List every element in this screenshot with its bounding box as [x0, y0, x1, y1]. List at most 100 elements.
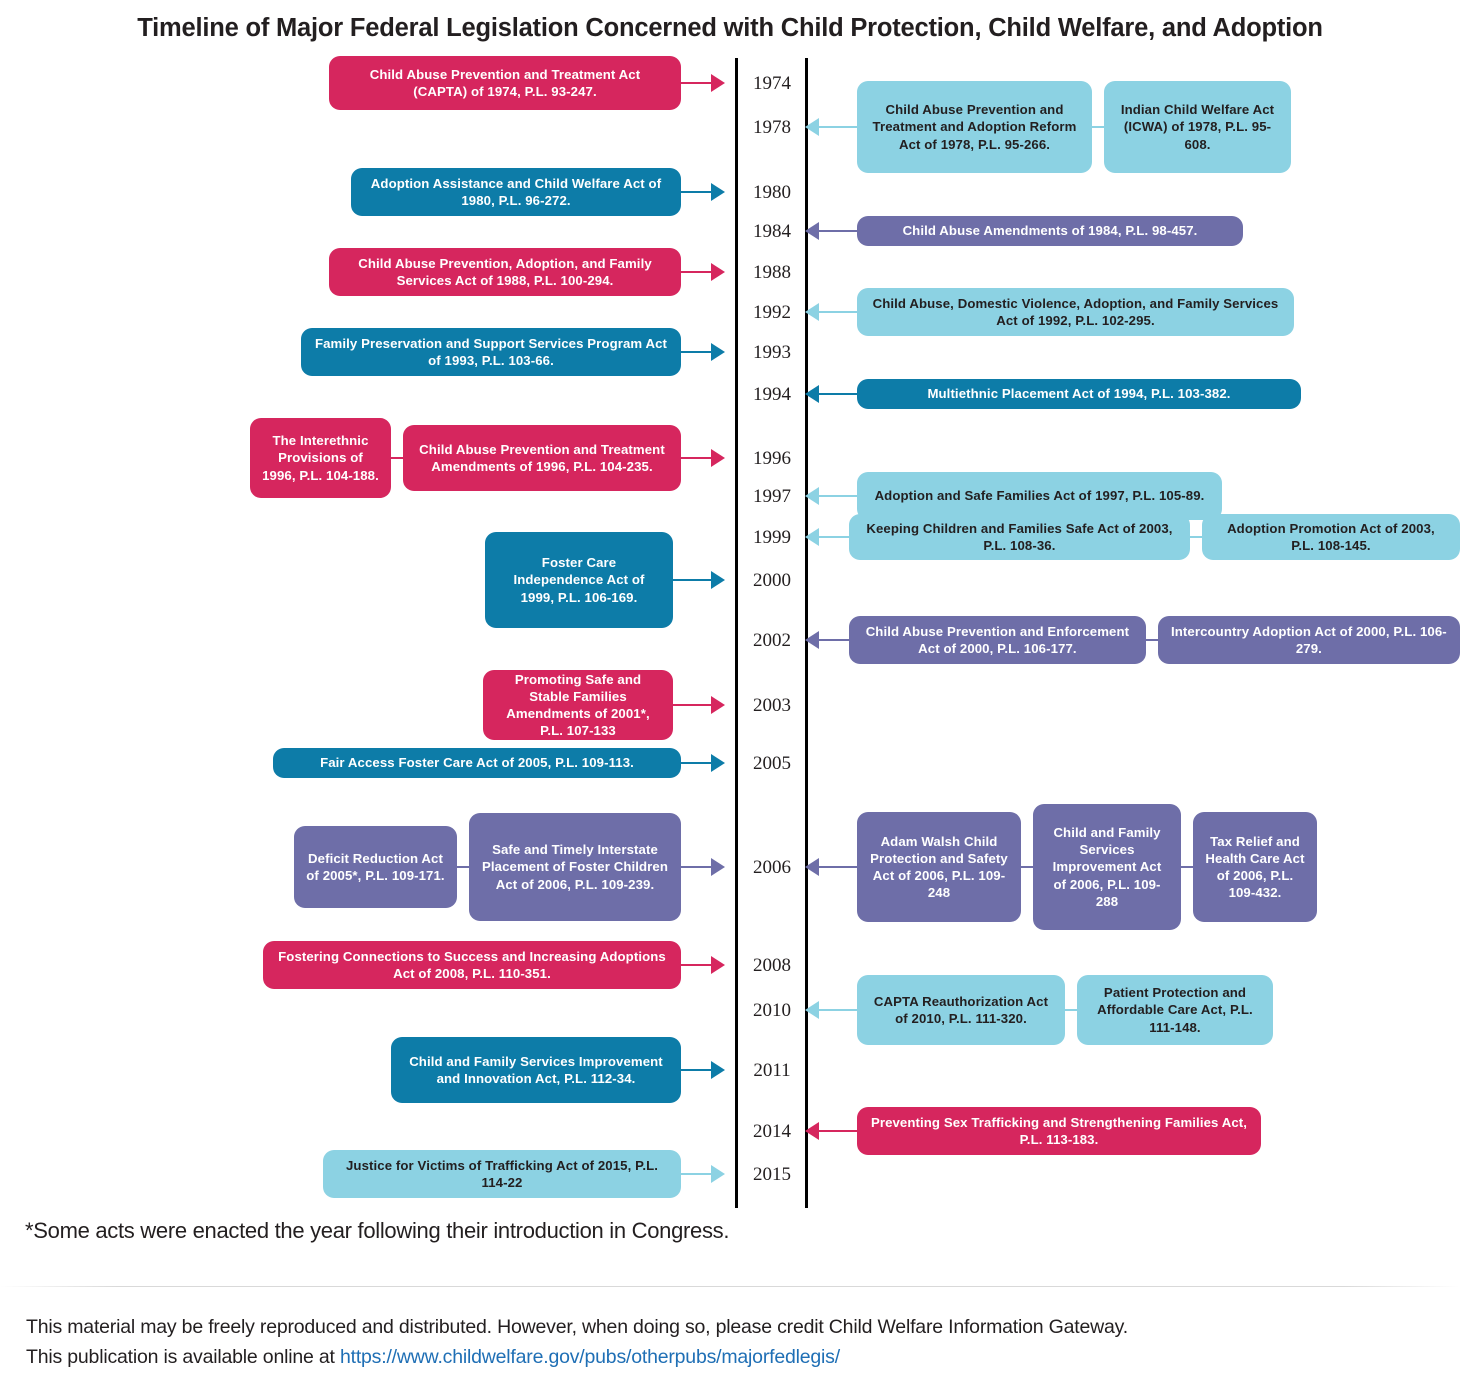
box-connector [1092, 125, 1104, 129]
timeline-arrow [805, 222, 857, 240]
arrow-head-icon [711, 754, 725, 772]
timeline-arrow [681, 263, 725, 281]
arrow-head-icon [711, 1165, 725, 1183]
year-label: 2006 [753, 857, 791, 878]
box-connector [457, 865, 469, 869]
arrow-head-icon [711, 263, 725, 281]
timeline-event-1994-right: Multiethnic Placement Act of 1994, P.L. … [805, 379, 1301, 409]
timeline-event-1974-left: Child Abuse Prevention and Treatment Act… [329, 56, 725, 110]
arrow-stem [819, 392, 857, 396]
year-label: 2000 [753, 570, 791, 591]
arrow-stem [819, 310, 857, 314]
timeline-arrow [673, 696, 725, 714]
arrow-head-icon [711, 571, 725, 589]
arrow-stem [819, 494, 857, 498]
legislation-box: Adoption Assistance and Child Welfare Ac… [351, 168, 681, 216]
timeline-arrow [805, 487, 857, 505]
timeline-event-2011-left: Child and Family Services Improvement an… [391, 1037, 725, 1103]
timeline-event-2005-left: Fair Access Foster Care Act of 2005, P.L… [273, 748, 725, 778]
arrow-head-icon [805, 858, 819, 876]
timeline-event-2000-right: Child Abuse Prevention and Enforcement A… [805, 616, 1460, 664]
arrow-stem [681, 963, 711, 967]
box-connector [1065, 1008, 1077, 1012]
legislation-box: Preventing Sex Trafficking and Strengthe… [857, 1107, 1261, 1155]
year-label: 1993 [753, 342, 791, 363]
timeline-arrow [681, 858, 725, 876]
year-label: 1994 [753, 384, 791, 405]
legislation-box: Multiethnic Placement Act of 1994, P.L. … [857, 379, 1301, 409]
legislation-box: Deficit Reduction Act of 2005*, P.L. 109… [294, 826, 457, 908]
year-label: 1988 [753, 262, 791, 283]
arrow-head-icon [711, 858, 725, 876]
legislation-box: Tax Relief and Health Care Act of 2006, … [1193, 812, 1317, 922]
legislation-box: The Interethnic Provisions of 1996, P.L.… [250, 418, 391, 498]
year-label: 2005 [753, 753, 791, 774]
legislation-box: Adam Walsh Child Protection and Safety A… [857, 812, 1021, 922]
arrow-stem [681, 1172, 711, 1176]
timeline-arrow [681, 1165, 725, 1183]
timeline-arrow [681, 343, 725, 361]
year-label: 1992 [753, 302, 791, 323]
timeline-event-2008-left: Fostering Connections to Success and Inc… [263, 941, 725, 989]
legislation-box: Fostering Connections to Success and Inc… [263, 941, 681, 989]
legislation-box: Child Abuse Prevention and Treatment and… [857, 81, 1092, 173]
timeline-arrow [681, 1061, 725, 1079]
year-label: 1978 [753, 117, 791, 138]
timeline-event-2015-left: Justice for Victims of Trafficking Act o… [323, 1150, 725, 1198]
footnote: *Some acts were enacted the year followi… [25, 1218, 730, 1243]
timeline-event-1978-right: Child Abuse Prevention and Treatment and… [805, 81, 1291, 173]
arrow-head-icon [805, 118, 819, 136]
arrow-head-icon [805, 487, 819, 505]
arrow-stem [681, 81, 711, 85]
legislation-box: Intercountry Adoption Act of 2000, P.L. … [1157, 616, 1460, 664]
legislation-box: Child Abuse, Domestic Violence, Adoption… [857, 288, 1294, 336]
legislation-box: Patient Protection and Affordable Care A… [1077, 975, 1273, 1045]
credit-line-2: This publication is available online at … [26, 1342, 1426, 1372]
legislation-box: Child Abuse Prevention, Adoption, and Fa… [329, 248, 681, 296]
year-label: 1997 [753, 486, 791, 507]
timeline-event-2002-left: Promoting Safe and Stable Families Amend… [483, 670, 725, 740]
timeline-arrow [805, 858, 857, 876]
arrow-head-icon [711, 74, 725, 92]
timeline-arrow [681, 74, 725, 92]
year-label: 2008 [753, 955, 791, 976]
timeline-event-1980-left: Adoption Assistance and Child Welfare Ac… [351, 168, 725, 216]
arrow-stem [681, 761, 711, 765]
arrow-stem [681, 1068, 711, 1072]
year-label: 2011 [753, 1060, 791, 1081]
year-label: 2003 [753, 695, 791, 716]
legislation-box: Child Abuse Prevention and Treatment Act… [329, 56, 681, 110]
legislation-box: Adoption Promotion Act of 2003, P.L. 108… [1201, 514, 1460, 560]
arrow-stem [681, 190, 711, 194]
legislation-box: CAPTA Reauthorization Act of 2010, P.L. … [857, 975, 1065, 1045]
arrow-stem [819, 638, 849, 642]
credit-line-1: This material may be freely reproduced a… [26, 1316, 1128, 1338]
year-label: 1984 [753, 221, 791, 242]
timeline-arrow [805, 528, 849, 546]
arrow-head-icon [711, 696, 725, 714]
timeline-event-1993-left: Family Preservation and Support Services… [301, 328, 725, 376]
timeline-event-1999-left: Foster Care Independence Act of 1999, P.… [485, 532, 725, 628]
year-label: 2010 [753, 1000, 791, 1021]
arrow-head-icon [805, 303, 819, 321]
arrow-stem [819, 1129, 857, 1133]
legislation-box: Fair Access Foster Care Act of 2005, P.L… [273, 748, 681, 778]
legislation-box: Family Preservation and Support Services… [301, 328, 681, 376]
box-connector [1145, 638, 1158, 642]
year-label: 1996 [753, 448, 791, 469]
arrow-head-icon [711, 956, 725, 974]
timeline-event-2006-right: Adam Walsh Child Protection and Safety A… [805, 804, 1317, 930]
timeline-arrow [805, 118, 857, 136]
arrow-stem [673, 578, 711, 582]
legislation-box: Adoption and Safe Families Act of 1997, … [857, 472, 1222, 520]
arrow-head-icon [805, 631, 819, 649]
timeline-event-1992-right: Child Abuse, Domestic Violence, Adoption… [805, 288, 1294, 336]
box-connector [1181, 865, 1193, 869]
publication-url-link[interactable]: https://www.childwelfare.gov/pubs/otherp… [339, 1346, 840, 1369]
arrow-stem [681, 456, 711, 460]
arrow-head-icon [805, 1001, 819, 1019]
box-connector [1021, 865, 1033, 869]
year-label: 1974 [753, 73, 791, 94]
arrow-head-icon [805, 1122, 819, 1140]
legislation-box: Indian Child Welfare Act (ICWA) of 1978,… [1104, 81, 1291, 173]
